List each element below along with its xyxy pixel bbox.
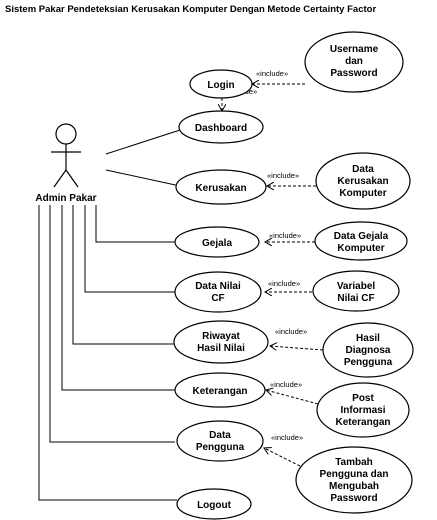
include-label: «include» [269,231,301,240]
use-case-logout-label: Logout [197,500,232,511]
use-case-hasil-diagnosa-pengguna-label: Hasil [356,333,380,344]
use-case-post-informasi-keterangan-label: Keterangan [335,417,390,428]
use-case-data-pengguna-label: Data [209,430,231,441]
diagram-title: Sistem Pakar Pendeteksian Kerusakan Komp… [5,4,376,15]
use-case-data-kerusakan-komputer [315,152,411,210]
use-case-post-informasi-keterangan-label: Informasi [340,405,385,416]
include-label: «include» [267,171,299,180]
use-case-logout [176,488,252,520]
actor-leg-left [53,169,67,188]
use-case-data-gejala-komputer-label: Komputer [337,243,384,254]
use-case-tambah-pengguna [295,446,413,514]
include-pengguna-tambah [264,448,301,467]
use-case-data-kerusakan-komputer-label: Data [352,164,374,175]
use-case-tambah-pengguna-label: Mengubah [329,481,379,492]
use-case-data-gejala-komputer [314,221,408,261]
association-riwayat [72,205,175,345]
use-case-username-password-label: Username [330,44,379,55]
include-keterangan-post [266,390,319,405]
include-label: «include» [275,327,307,336]
use-case-tambah-pengguna-label: Password [330,493,377,504]
use-case-riwayat-hasil-nilai-label: Hasil Nilai [197,343,245,354]
use-case-riwayat-hasil-nilai-label: Riwayat [202,331,240,342]
use-case-tambah-pengguna-label: Tambah [335,457,373,468]
use-case-data-nilai-cf [174,271,262,313]
include-label: «include» [270,380,302,389]
association-keterangan [61,205,175,391]
use-case-variabel-nilai-cf-label: Variabel [337,281,376,292]
use-case-data-pengguna [176,420,264,462]
associations [38,129,181,501]
use-case-variabel-nilai-cf-label: Nilai CF [337,293,374,304]
actor-leg-right [65,169,79,188]
use-case-data-gejala-komputer-label: Data Gejala [334,231,389,242]
association-logout [38,205,177,501]
include-label: «include» [256,69,288,78]
use-case-login-label: Login [207,80,234,91]
association-data-pengguna [49,205,175,443]
use-case-keterangan-label: Keterangan [192,386,247,397]
use-case-tambah-pengguna-label: Pengguna dan [320,469,389,480]
use-case-riwayat-hasil-nilai [173,320,269,364]
use-case-username-password [304,31,404,93]
use-case-data-nilai-cf-label: CF [211,293,224,304]
association-kerusakan [105,169,181,187]
use-case-data-pengguna-label: Pengguna [196,442,245,453]
use-case-username-password-label: Password [330,68,377,79]
include-riwayat-hasil [270,346,324,350]
include-label: «include» [268,279,300,288]
association-dashboard [105,129,181,155]
use-case-post-informasi-keterangan-label: Post [352,393,374,404]
use-case-post-informasi-keterangan [316,382,410,438]
use-case-gejala-label: Gejala [202,238,232,249]
association-gejala [95,205,175,243]
use-case-data-nilai-cf-label: Data Nilai [195,281,241,292]
use-case-hasil-diagnosa-pengguna-label: Pengguna [344,357,393,368]
use-case-gejala [174,226,260,258]
use-case-kerusakan [175,169,267,205]
use-case-data-kerusakan-komputer-label: Komputer [339,188,386,199]
use-case-login [189,69,253,99]
use-case-data-kerusakan-komputer-label: Kerusakan [337,176,388,187]
use-case-hasil-diagnosa-pengguna-label: Diagnosa [345,345,390,356]
use-case-dashboard-label: Dashboard [195,123,247,134]
association-data-nilai-cf [84,205,175,293]
include-relations [222,84,324,467]
include-label: «include» [271,433,303,442]
actor-head [55,123,77,145]
use-case-dashboard [178,110,264,144]
actor-admin-pakar: Admin Pakar [35,123,97,204]
use-case-username-password-label: dan [345,56,363,67]
use-case-variabel-nilai-cf [312,270,400,312]
use-case-keterangan [174,372,266,408]
use-case-kerusakan-label: Kerusakan [195,183,246,194]
actor-label: Admin Pakar [35,193,96,204]
use-case-hasil-diagnosa-pengguna [322,322,414,378]
